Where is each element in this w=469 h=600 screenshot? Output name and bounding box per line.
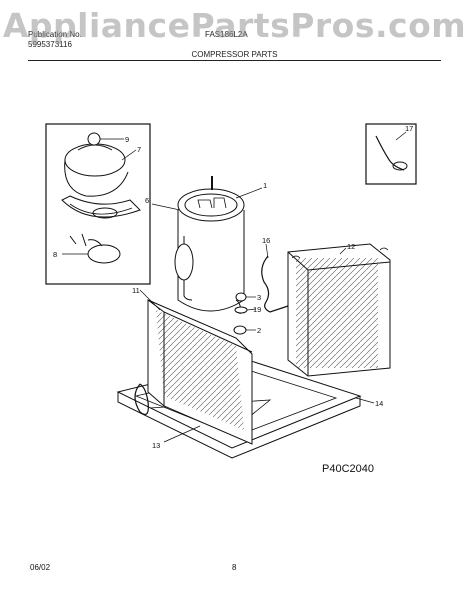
callout-8: 8	[53, 250, 57, 259]
callout-12: 12	[347, 242, 355, 251]
compressor	[174, 176, 245, 315]
callout-13: 13	[152, 441, 160, 450]
nut-9	[87, 132, 101, 146]
accumulator	[174, 243, 194, 281]
callout-7: 7	[137, 145, 141, 154]
callout-17: 17	[405, 124, 413, 133]
header-rule	[28, 60, 441, 61]
footer-date: 06/02	[30, 563, 51, 572]
publication-label: Publication No.	[28, 30, 82, 39]
callout-14: 14	[375, 399, 383, 408]
callout-labels: 1 2 3 6 7 8 9 11 12 13 14 16 17 19	[53, 124, 413, 450]
callout-6: 6	[145, 196, 149, 205]
callout-19: 19	[253, 305, 261, 314]
gasket-6	[92, 207, 118, 219]
section-title: COMPRESSOR PARTS	[191, 50, 278, 59]
model-number: FAS186L2A	[205, 30, 248, 39]
publication-number: 5995373116	[28, 40, 72, 49]
inset-box-terminal-cover	[45, 123, 151, 285]
overload-8	[87, 244, 121, 264]
terminal-cover	[64, 143, 126, 177]
callout-16: 16	[262, 236, 270, 245]
condenser-coil-12	[287, 243, 391, 377]
callout-1: 1	[263, 181, 267, 190]
footer-page-number: 8	[232, 563, 237, 572]
leader-lines	[62, 131, 407, 443]
inset-box-sensor	[365, 123, 417, 185]
diagram-code: P40C2040	[322, 463, 374, 475]
tubing-13	[134, 383, 149, 415]
watermark-logo: AppliancePartsPros.com	[2, 6, 467, 45]
callout-2: 2	[257, 326, 261, 335]
callout-3: 3	[257, 293, 261, 302]
callout-9: 9	[125, 135, 129, 144]
capillary-tube-16	[261, 255, 289, 313]
callout-11: 11	[132, 286, 140, 295]
evaporator-coil-11	[147, 299, 253, 445]
